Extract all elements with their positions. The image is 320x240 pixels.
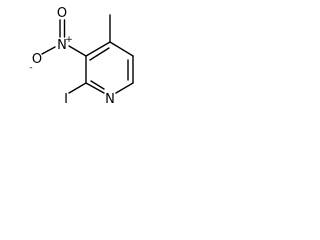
pyridine-ring <box>85 41 134 94</box>
bond-c4-c5 <box>109 41 134 57</box>
bond-c2-iodine <box>68 82 87 94</box>
bond-c3-nitro <box>68 45 87 57</box>
atom-label-nitro-oxygen-single: O <box>32 52 42 67</box>
charge-nitro-oxygen-single: - <box>29 63 32 73</box>
bond-c3-c4 <box>85 41 111 57</box>
bond-c6-n1 <box>115 82 134 94</box>
atom-label-ring-nitrogen: N <box>105 92 115 107</box>
inner-bond-c3-c4 <box>89 47 110 61</box>
bond-n1-c2 <box>85 82 105 94</box>
atom-label-nitro-nitrogen: N <box>57 38 67 53</box>
atom-label-nitro-oxygen-double: O <box>57 6 67 21</box>
structure-diagram: I N N + O O - <box>29 6 134 107</box>
bond-nitro-oxygen-single <box>41 46 56 55</box>
charge-nitro-nitrogen: + <box>65 35 73 45</box>
atom-label-iodine: I <box>64 92 68 107</box>
inner-bond-n1-c2 <box>90 80 105 90</box>
